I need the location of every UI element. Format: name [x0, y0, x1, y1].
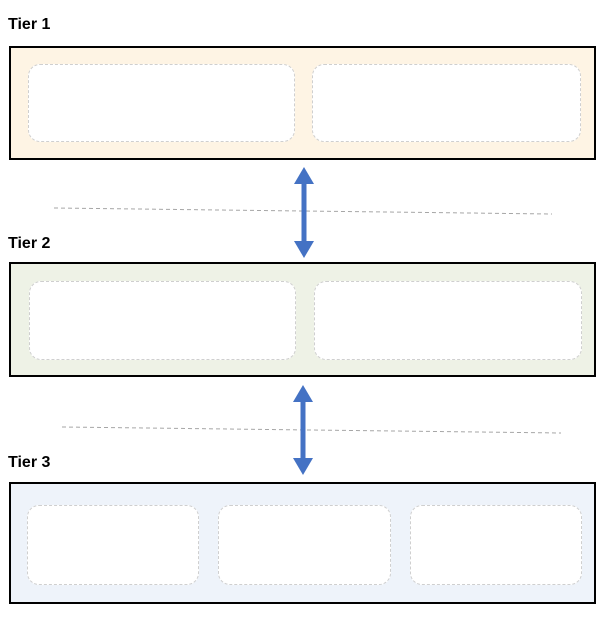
- tier-2-slot-2: [314, 281, 582, 360]
- tier-3-label: Tier 3: [8, 454, 51, 471]
- tier-1-slot-2: [312, 64, 581, 142]
- tier-1-slot-1: [28, 64, 295, 142]
- separator-line-2: [61, 426, 562, 434]
- tier-3-box: [9, 482, 596, 604]
- tier-1-label: Tier 1: [8, 16, 51, 33]
- tier-2-box: [9, 262, 596, 377]
- tier-2-slot-1: [29, 281, 296, 360]
- separator-line-1: [53, 207, 553, 215]
- tier-3-slot-1: [27, 505, 199, 585]
- tier-3-slot-2: [218, 505, 391, 585]
- double-arrow-icon: [294, 167, 314, 258]
- double-arrow-icon: [293, 385, 313, 475]
- tier-2-label: Tier 2: [8, 235, 51, 252]
- tier-1-box: [9, 46, 596, 160]
- tier-3-slot-3: [410, 505, 582, 585]
